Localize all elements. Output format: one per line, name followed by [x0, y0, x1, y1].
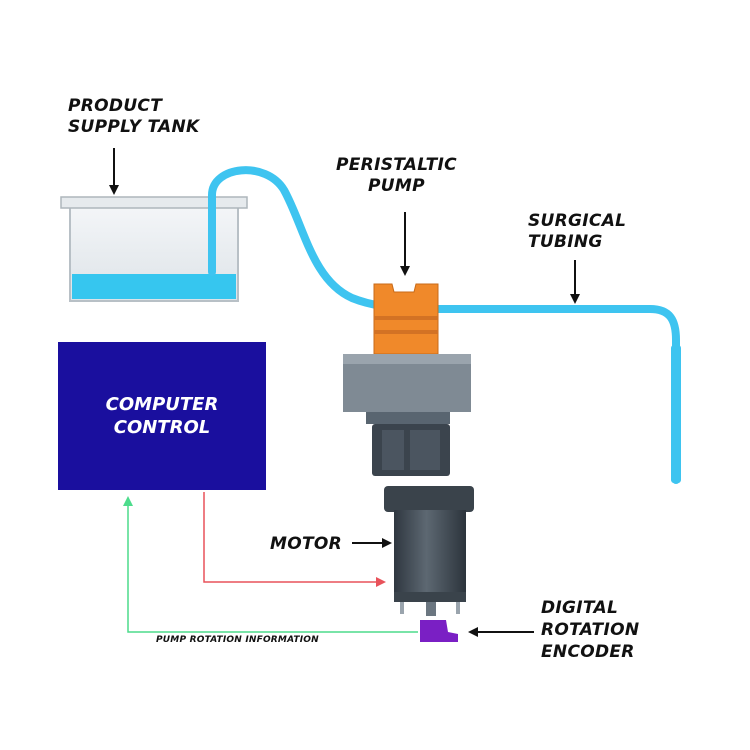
- peristaltic-pump: [343, 283, 471, 412]
- pump-label-line1: PERISTALTIC: [336, 155, 457, 175]
- encoder-label: DIGITAL ROTATION ENCODER: [541, 597, 639, 663]
- tubing-label: SURGICAL TUBING: [528, 211, 626, 252]
- encoder-label-line2: ROTATION: [541, 620, 640, 641]
- rotation-info-label: PUMP ROTATION INFORMATION: [156, 635, 319, 645]
- tubing-nozzle: [671, 345, 681, 483]
- supply-tank-label: PRODUCT SUPPLY TANK: [68, 96, 200, 137]
- encoder-label-line3: ENCODER: [541, 642, 635, 663]
- rotation-encoder: [420, 620, 458, 642]
- pump-label: PERISTALTIC PUMP: [336, 155, 457, 196]
- motor-label: MOTOR: [270, 534, 343, 554]
- feedback-signal-line: [123, 496, 418, 633]
- gearbox: [366, 412, 450, 476]
- supply-tank: [60, 196, 248, 302]
- computer-label-line2: CONTROL: [113, 417, 211, 438]
- encoder-label-line1: DIGITAL: [541, 598, 619, 618]
- surgical-tubing: [208, 166, 680, 484]
- supply-tank-label-line2: SUPPLY TANK: [68, 116, 200, 137]
- motor: [384, 486, 474, 616]
- control-signal-line: [203, 492, 386, 587]
- supply-tank-label-line1: PRODUCT: [68, 96, 163, 116]
- tubing-label-line2: TUBING: [528, 231, 603, 252]
- tubing-label-line1: SURGICAL: [528, 211, 627, 231]
- computer-control-box: COMPUTER CONTROL: [58, 342, 266, 490]
- pump-label-line2: PUMP: [368, 175, 425, 196]
- computer-control-label: COMPUTER CONTROL: [106, 393, 219, 440]
- computer-label-line1: COMPUTER: [105, 393, 219, 415]
- tank-liquid: [72, 274, 236, 299]
